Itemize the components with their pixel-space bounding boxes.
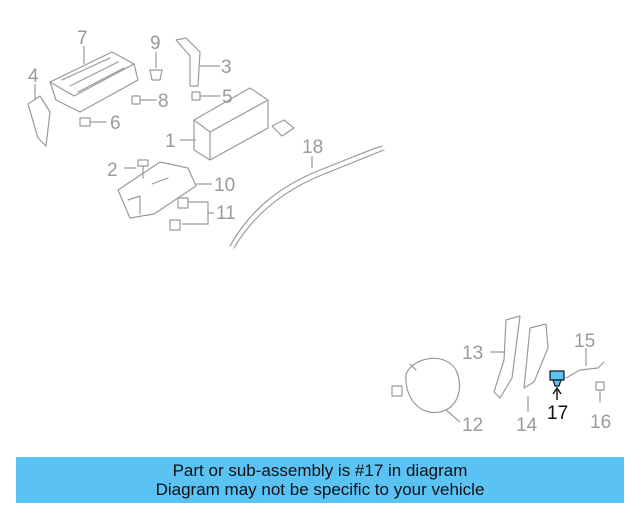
callout-5: 5 <box>222 87 233 108</box>
part-16-screw <box>595 381 605 403</box>
callout-7: 7 <box>77 28 88 49</box>
part-6-bolt <box>79 117 107 127</box>
part-8-bolt <box>131 95 157 105</box>
callout-2: 2 <box>107 160 118 181</box>
parts-diagram: 7 9 3 4 8 5 6 1 2 <box>27 28 611 436</box>
part-10-bracket <box>117 161 212 219</box>
callout-15: 15 <box>574 331 595 352</box>
part-13-pillar-trim <box>490 315 521 399</box>
callout-1: 1 <box>165 131 176 152</box>
callout-16: 16 <box>590 412 611 433</box>
part-1-airbag-module <box>180 87 295 161</box>
part-15-bracket <box>565 348 605 379</box>
part-5-bolt <box>191 91 221 101</box>
part-11-screws <box>169 197 214 231</box>
callout-4: 4 <box>28 66 39 87</box>
part-2-bolt <box>124 159 149 179</box>
part-4-bracket <box>27 84 51 147</box>
info-banner: Part or sub-assembly is #17 in diagram D… <box>16 457 624 503</box>
callout-9: 9 <box>150 33 161 54</box>
callout-6: 6 <box>110 113 121 134</box>
callout-18: 18 <box>302 137 323 158</box>
callout-13: 13 <box>462 343 483 364</box>
part-3-bracket <box>175 37 220 87</box>
part-7-bracket <box>49 46 139 113</box>
callout-17: 17 <box>547 403 568 424</box>
callout-12: 12 <box>462 415 483 436</box>
part-18-curtain-airbag <box>229 145 385 249</box>
callout-8: 8 <box>158 91 169 112</box>
part-14-pillar-trim <box>523 323 549 412</box>
callout-10: 10 <box>214 175 235 196</box>
callout-14: 14 <box>516 415 538 436</box>
part-9-clip <box>149 52 163 81</box>
callout-11: 11 <box>216 203 236 224</box>
banner-line-2: Diagram may not be specific to your vehi… <box>155 480 485 499</box>
banner-line-1: Part or sub-assembly is #17 in diagram <box>172 461 468 480</box>
part-12-steering-airbag <box>391 357 461 423</box>
part-17-screw-highlighted <box>549 370 565 400</box>
callout-3: 3 <box>221 57 232 78</box>
